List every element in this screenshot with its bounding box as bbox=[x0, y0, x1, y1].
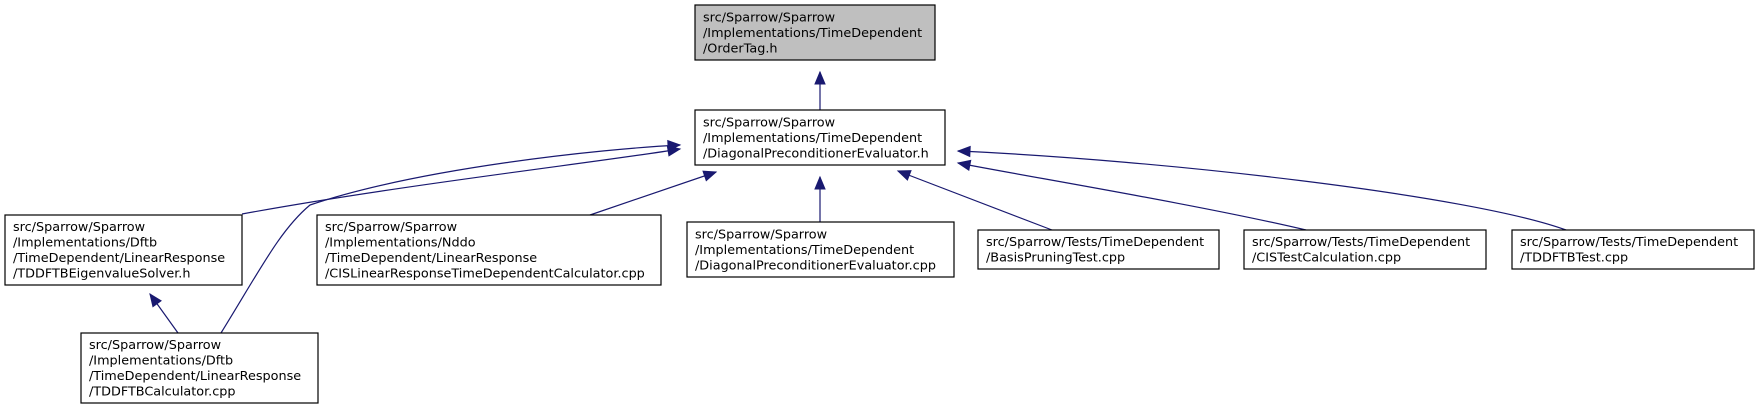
arrowhead bbox=[814, 70, 826, 85]
edge-n1-to-n0 bbox=[814, 70, 826, 110]
node-label-line: src/Sparrow/Sparrow bbox=[695, 227, 827, 242]
node-label-line: /TimeDependent/LinearResponse bbox=[325, 251, 537, 266]
node-box bbox=[694, 109, 946, 166]
node-n8[interactable]: src/Sparrow/Sparrow/Implementations/Dftb… bbox=[80, 332, 319, 404]
node-box bbox=[977, 229, 1220, 270]
node-n4[interactable]: src/Sparrow/Sparrow/Implementations/Time… bbox=[686, 221, 955, 278]
edge-n3-to-n1 bbox=[589, 170, 718, 216]
arrowhead bbox=[702, 170, 718, 182]
node-label-line: src/Sparrow/Tests/TimeDependent bbox=[1520, 235, 1738, 250]
node-label-line: /BasisPruningTest.cpp bbox=[986, 251, 1125, 266]
edge-n7-to-n1 bbox=[956, 145, 1567, 231]
node-label-line: /Implementations/Dftb bbox=[89, 354, 233, 369]
node-label-line: /Implementations/Dftb bbox=[13, 236, 157, 251]
nodes-layer: src/Sparrow/Sparrow/Implementations/Time… bbox=[4, 4, 1755, 404]
edge-line bbox=[957, 162, 1307, 231]
edges-layer bbox=[149, 70, 1567, 334]
node-n6[interactable]: src/Sparrow/Tests/TimeDependent/CISTestC… bbox=[1243, 229, 1487, 270]
node-label-line: src/Sparrow/Sparrow bbox=[703, 115, 835, 130]
node-n2[interactable]: src/Sparrow/Sparrow/Implementations/Dftb… bbox=[4, 214, 243, 286]
arrowhead bbox=[814, 175, 826, 190]
node-box bbox=[80, 332, 319, 404]
node-label-line: src/Sparrow/Sparrow bbox=[325, 220, 457, 235]
edge-line bbox=[241, 148, 681, 215]
node-label-line: /Implementations/TimeDependent bbox=[703, 131, 922, 146]
arrowhead bbox=[149, 292, 162, 308]
node-box bbox=[694, 4, 936, 61]
node-label-line: /DiagonalPreconditionerEvaluator.cpp bbox=[695, 258, 936, 273]
node-n0: src/Sparrow/Sparrow/Implementations/Time… bbox=[694, 4, 936, 61]
node-label-line: /TDDFTBEigenvalueSolver.h bbox=[13, 267, 191, 282]
node-label-line: /Implementations/TimeDependent bbox=[703, 26, 922, 41]
node-label-line: src/Sparrow/Sparrow bbox=[13, 220, 145, 235]
arrowhead bbox=[956, 159, 972, 172]
edge-n8-to-n2 bbox=[149, 292, 179, 334]
edge-line bbox=[220, 144, 681, 334]
edge-n2-to-n1 bbox=[241, 145, 682, 215]
node-box bbox=[686, 221, 955, 278]
edge-line bbox=[589, 171, 717, 216]
edge-n4-to-n1 bbox=[814, 175, 826, 222]
edge-n8-to-n1 bbox=[220, 139, 682, 334]
node-label-line: /OrderTag.h bbox=[703, 41, 778, 56]
node-label-line: /TDDFTBTest.cpp bbox=[1520, 251, 1628, 266]
node-n5[interactable]: src/Sparrow/Tests/TimeDependent/BasisPru… bbox=[977, 229, 1220, 270]
arrowhead bbox=[956, 145, 971, 158]
edge-n6-to-n1 bbox=[956, 159, 1307, 231]
node-box bbox=[1243, 229, 1487, 270]
node-label-line: src/Sparrow/Sparrow bbox=[89, 338, 221, 353]
arrowhead bbox=[667, 139, 682, 152]
node-label-line: /TimeDependent/LinearResponse bbox=[89, 369, 301, 384]
node-label-line: /DiagonalPreconditionerEvaluator.h bbox=[703, 146, 929, 161]
node-box bbox=[4, 214, 243, 286]
node-label-line: /TDDFTBCalculator.cpp bbox=[89, 385, 236, 400]
node-box bbox=[1511, 229, 1755, 270]
node-label-line: /Implementations/Nddo bbox=[325, 236, 476, 251]
node-label-line: /CISLinearResponseTimeDependentCalculato… bbox=[325, 267, 645, 282]
arrowhead bbox=[896, 170, 912, 181]
edge-n5-to-n1 bbox=[896, 170, 1053, 231]
node-label-line: /CISTestCalculation.cpp bbox=[1252, 251, 1401, 266]
node-box bbox=[316, 214, 662, 286]
edge-line bbox=[897, 170, 1053, 231]
node-n1[interactable]: src/Sparrow/Sparrow/Implementations/Time… bbox=[694, 109, 946, 166]
edge-line bbox=[957, 150, 1567, 231]
node-label-line: /TimeDependent/LinearResponse bbox=[13, 251, 225, 266]
node-label-line: src/Sparrow/Tests/TimeDependent bbox=[1252, 235, 1470, 250]
node-n3[interactable]: src/Sparrow/Sparrow/Implementations/Nddo… bbox=[316, 214, 662, 286]
node-label-line: /Implementations/TimeDependent bbox=[695, 243, 914, 258]
node-n7[interactable]: src/Sparrow/Tests/TimeDependent/TDDFTBTe… bbox=[1511, 229, 1755, 270]
node-label-line: src/Sparrow/Tests/TimeDependent bbox=[986, 235, 1204, 250]
node-label-line: src/Sparrow/Sparrow bbox=[703, 10, 835, 25]
